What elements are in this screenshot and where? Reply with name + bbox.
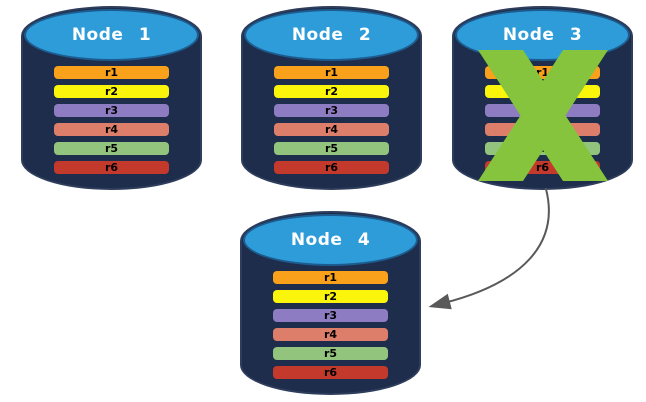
node-4-title: Node 4 xyxy=(290,230,371,250)
replica-bar-r1: r1 xyxy=(273,271,388,284)
replica-bar-r2: r2 xyxy=(273,290,388,303)
replica-bar-r2: r2 xyxy=(274,85,389,98)
node-3: Node 3 r1 r2 r3 r4 r5 r6 xyxy=(452,6,633,190)
node-3-title: Node 3 xyxy=(502,25,583,45)
node-1-cylinder-top: Node 1 xyxy=(24,9,199,61)
node-1-replica-list: r1 r2 r3 r4 r5 r6 xyxy=(54,66,169,180)
node-4: Node 4 r1 r2 r3 r4 r5 r6 xyxy=(240,211,421,395)
replica-bar-r5: r5 xyxy=(273,347,388,360)
replica-bar-r3: r3 xyxy=(54,104,169,117)
failover-arrow-path xyxy=(428,188,550,310)
replica-bar-r6: r6 xyxy=(274,161,389,174)
replica-bar-r3: r3 xyxy=(274,104,389,117)
replica-bar-r6: r6 xyxy=(54,161,169,174)
replica-bar-r2: r2 xyxy=(54,85,169,98)
replica-bar-r4: r4 xyxy=(54,123,169,136)
replica-bar-r1: r1 xyxy=(274,66,389,79)
node-1: Node 1 r1 r2 r3 r4 r5 r6 xyxy=(21,6,202,190)
replica-bar-r4: r4 xyxy=(273,328,388,341)
node-2-title: Node 2 xyxy=(291,25,372,45)
replica-bar-r4: r4 xyxy=(274,123,389,136)
node-4-replica-list: r1 r2 r3 r4 r5 r6 xyxy=(273,271,388,385)
replica-bar-r1: r1 xyxy=(54,66,169,79)
replica-bar-r5: r5 xyxy=(54,142,169,155)
node-2: Node 2 r1 r2 r3 r4 r5 r6 xyxy=(241,6,422,190)
replica-bar-r6: r6 xyxy=(273,366,388,379)
node-1-title: Node 1 xyxy=(71,25,152,45)
node-2-cylinder-top: Node 2 xyxy=(244,9,419,61)
failure-x-icon xyxy=(478,50,608,181)
replica-bar-r5: r5 xyxy=(274,142,389,155)
replica-bar-r3: r3 xyxy=(273,309,388,322)
node-4-cylinder-top: Node 4 xyxy=(243,214,418,266)
node-2-replica-list: r1 r2 r3 r4 r5 r6 xyxy=(274,66,389,180)
